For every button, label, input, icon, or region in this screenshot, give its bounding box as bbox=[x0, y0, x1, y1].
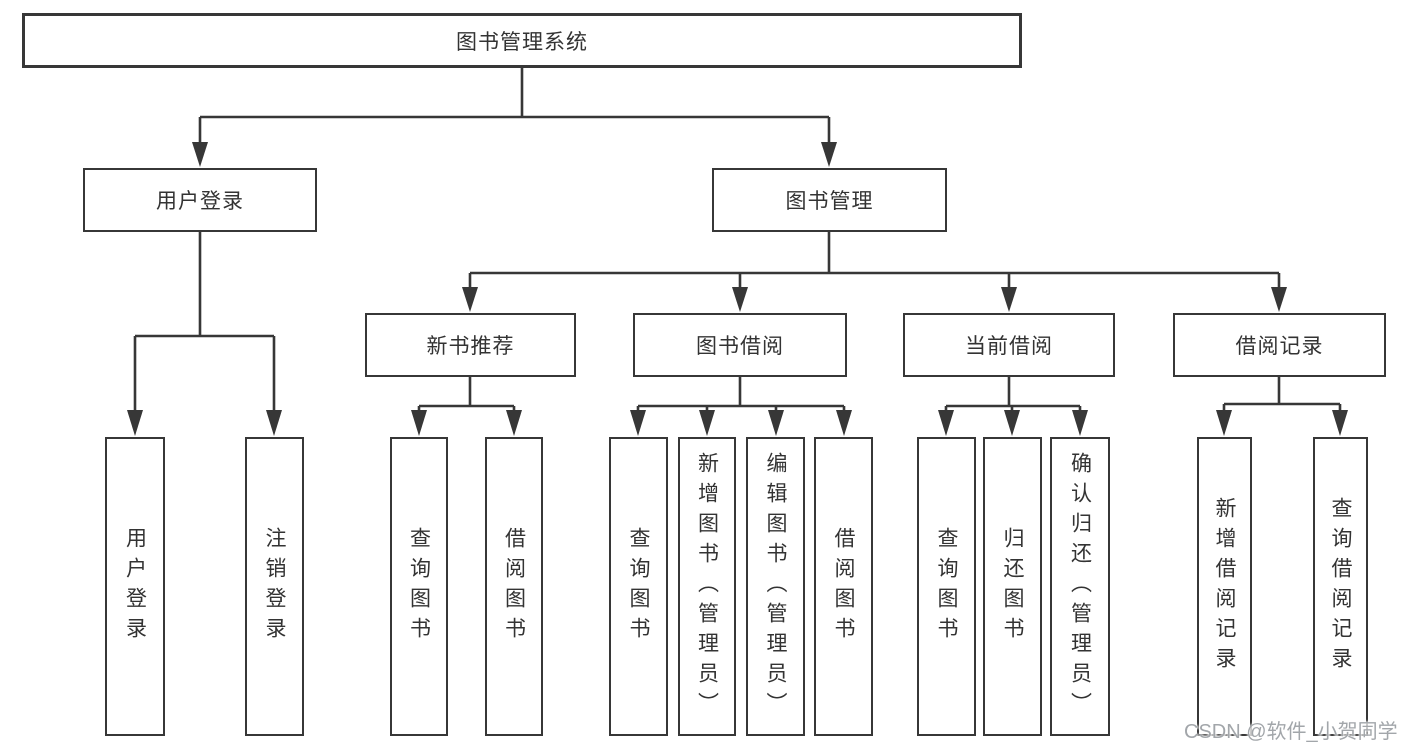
leaf-query-borrow-record: 查询借阅记录 bbox=[1313, 437, 1368, 736]
leaf-confirm-return-admin: 确认归还（管理员） bbox=[1050, 437, 1110, 736]
node-label: 当前借阅 bbox=[965, 335, 1053, 358]
leaf-label: 查询图书 bbox=[407, 526, 431, 647]
arrowhead-icon bbox=[1332, 410, 1348, 436]
leaf-borrow-books: 借阅图书 bbox=[814, 437, 873, 736]
arrowhead-icon bbox=[1004, 410, 1020, 436]
leaf-label: 查询借阅记录 bbox=[1329, 496, 1352, 677]
node-book-borrow: 图书借阅 bbox=[633, 313, 847, 377]
edge-new-rec-to-leaves bbox=[417, 377, 516, 413]
csdn-watermark: CSDN @软件_小贺同学 bbox=[1184, 721, 1398, 743]
arrowhead-icon bbox=[411, 410, 427, 436]
leaf-label: 确认归还（管理员） bbox=[1068, 451, 1092, 722]
leaf-return-books: 归还图书 bbox=[983, 437, 1042, 736]
leaf-label: 借阅图书 bbox=[502, 526, 526, 647]
arrowhead-icon bbox=[1072, 410, 1088, 436]
leaf-query-books-recommend: 查询图书 bbox=[390, 437, 448, 736]
node-current-borrow: 当前借阅 bbox=[903, 313, 1115, 377]
leaf-logout: 注销登录 bbox=[245, 437, 304, 736]
edge-root-to-level1 bbox=[198, 68, 831, 144]
leaf-query-books-current: 查询图书 bbox=[917, 437, 976, 736]
leaf-edit-books-admin: 编辑图书（管理员） bbox=[746, 437, 805, 736]
leaf-user-login: 用户登录 bbox=[105, 437, 165, 736]
leaf-borrow-books-recommend: 借阅图书 bbox=[485, 437, 543, 736]
leaf-label: 注销登录 bbox=[263, 526, 286, 647]
node-user-login: 用户登录 bbox=[83, 168, 317, 232]
edge-book-mgmt-to-level2 bbox=[468, 232, 1281, 289]
arrowhead-icon bbox=[699, 410, 715, 436]
arrowhead-icon bbox=[938, 410, 954, 436]
arrowhead-icon bbox=[836, 410, 852, 436]
connector-lines bbox=[133, 68, 1342, 413]
arrowhead-icon bbox=[1271, 287, 1287, 312]
leaf-label: 新增图书（管理员） bbox=[695, 451, 719, 722]
leaf-label: 用户登录 bbox=[123, 526, 147, 647]
leaf-label: 查询图书 bbox=[935, 526, 958, 647]
arrowhead-icon bbox=[127, 410, 143, 436]
arrowhead-icon bbox=[192, 142, 208, 167]
leaf-label: 借阅图书 bbox=[832, 526, 855, 647]
edge-borrow-to-leaves bbox=[636, 377, 846, 413]
leaf-add-books-admin: 新增图书（管理员） bbox=[678, 437, 736, 736]
edge-user-login-to-leaves bbox=[133, 232, 276, 411]
node-borrow-records: 借阅记录 bbox=[1173, 313, 1386, 377]
node-label: 新书推荐 bbox=[426, 335, 515, 358]
node-label: 借阅记录 bbox=[1235, 335, 1324, 358]
edge-current-to-leaves bbox=[944, 377, 1082, 413]
arrowhead-icon bbox=[768, 410, 784, 436]
edge-record-to-leaves bbox=[1222, 377, 1342, 413]
node-label: 图书管理 bbox=[785, 190, 874, 213]
arrowhead-icon bbox=[732, 287, 748, 312]
arrowheads bbox=[127, 142, 1348, 436]
leaf-add-borrow-record: 新增借阅记录 bbox=[1197, 437, 1252, 736]
arrowhead-icon bbox=[506, 410, 522, 436]
leaf-label: 编辑图书（管理员） bbox=[764, 451, 787, 722]
node-root-library-system: 图书管理系统 bbox=[22, 13, 1022, 68]
leaf-label: 查询图书 bbox=[627, 526, 650, 647]
arrowhead-icon bbox=[1216, 410, 1232, 436]
arrowhead-icon bbox=[462, 287, 478, 312]
node-book-management: 图书管理 bbox=[712, 168, 947, 232]
arrowhead-icon bbox=[1001, 287, 1017, 312]
leaf-label: 新增借阅记录 bbox=[1213, 496, 1236, 677]
node-label: 图书借阅 bbox=[696, 335, 784, 358]
arrowhead-icon bbox=[821, 142, 837, 167]
leaf-label: 归还图书 bbox=[1001, 526, 1024, 647]
node-label: 图书管理系统 bbox=[456, 30, 588, 54]
node-label: 用户登录 bbox=[156, 190, 244, 213]
node-new-book-recommend: 新书推荐 bbox=[365, 313, 576, 377]
arrowhead-icon bbox=[630, 410, 646, 436]
arrowhead-icon bbox=[266, 410, 282, 436]
leaf-query-books-borrow: 查询图书 bbox=[609, 437, 668, 736]
